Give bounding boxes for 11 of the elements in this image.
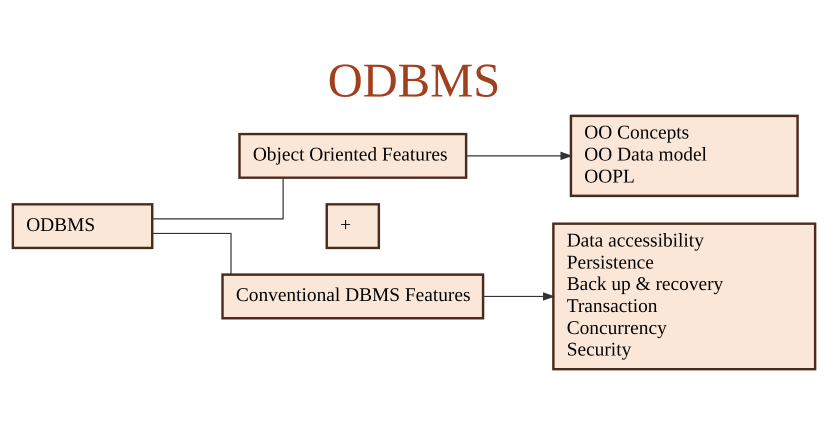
node-box: OO Concepts OO Data model OOPL xyxy=(570,114,799,198)
node-box: Conventional DBMS Features xyxy=(221,273,484,320)
node-box: ODBMS xyxy=(12,203,154,250)
node-box: Data accessibility Persistence Back up & recovery Transaction Concurrency Security xyxy=(552,222,816,370)
node-box: Object Oriented Features xyxy=(238,132,468,179)
arrow xyxy=(466,152,573,160)
connector xyxy=(152,232,232,274)
node-box: + xyxy=(326,203,380,250)
arrow xyxy=(483,292,556,301)
diagram-title: ODBMS xyxy=(328,54,500,108)
connector xyxy=(152,178,284,220)
